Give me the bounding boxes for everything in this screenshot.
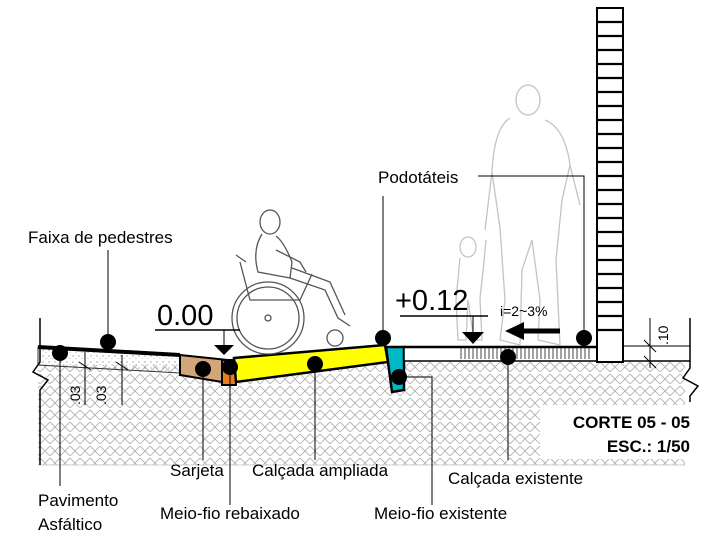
wheelchair-user-figure — [231, 209, 351, 355]
building-wall — [596, 7, 690, 363]
leader-lines — [59, 175, 585, 505]
dimension-right-label: .10 — [655, 325, 671, 345]
dimension-left-label-2: .03 — [93, 385, 109, 405]
dimension-left: .03 .03 — [67, 352, 129, 405]
label-meio-fio-rebaixado: Meio-fio rebaixado — [160, 504, 300, 523]
break-mark-right — [681, 318, 700, 402]
level-marker-left: 0.00 — [155, 300, 240, 355]
dimension-right: .10 — [643, 318, 671, 369]
label-podotateis: Podotáteis — [378, 168, 458, 187]
level-marker-right: +0.12 — [395, 285, 488, 344]
level-left-label: 0.00 — [157, 300, 213, 332]
scale-label: ESC.: 1/50 — [607, 437, 690, 456]
label-faixa-pedestres: Faixa de pedestres — [28, 228, 173, 247]
label-pavimento: Pavimento — [38, 491, 118, 510]
slope-indicator: i=2~3% — [500, 303, 560, 340]
ground-fill — [38, 362, 685, 466]
label-calcada-ampliada: Calçada ampliada — [252, 461, 389, 480]
level-right-label: +0.12 — [395, 285, 468, 317]
section-title: CORTE 05 - 05 — [573, 413, 690, 432]
label-sarjeta: Sarjeta — [170, 461, 224, 480]
callout-dots — [52, 330, 592, 385]
slope-label: i=2~3% — [500, 303, 547, 319]
label-calcada-existente: Calçada existente — [448, 469, 583, 488]
label-asfaltico: Asfáltico — [38, 515, 102, 534]
dimension-left-label-1: .03 — [67, 385, 83, 405]
break-mark-left — [31, 318, 50, 465]
label-meio-fio-existente: Meio-fio existente — [374, 504, 507, 523]
